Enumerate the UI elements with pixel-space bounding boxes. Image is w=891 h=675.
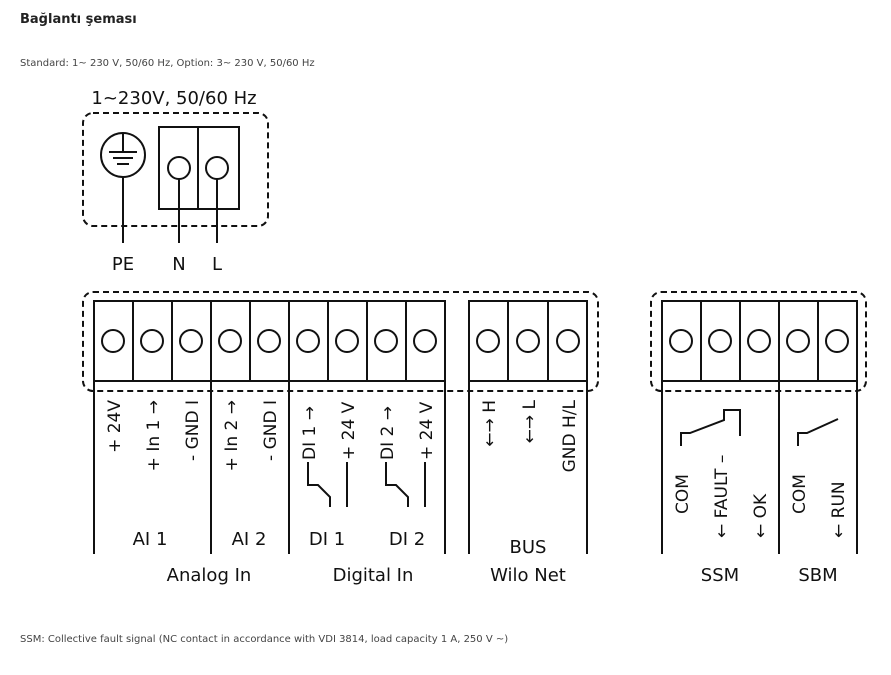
terminal-label: ←→ L	[520, 399, 540, 443]
terminal-n	[167, 156, 191, 180]
group-label-ai2: AI 2	[232, 529, 267, 550]
group-label-bus: BUS	[510, 537, 547, 558]
terminal-label: ← OK	[751, 493, 771, 538]
terminal-label: COM	[673, 474, 693, 514]
page-title: Bağlantı şeması	[20, 12, 137, 27]
control-terminal-strip	[93, 300, 446, 382]
section-label-analog-in: Analog In	[167, 565, 252, 586]
terminal-label: ← RUN	[829, 481, 849, 538]
power-block-border	[82, 112, 269, 227]
section-label-sbm: SBM	[798, 565, 837, 586]
power-supply-label: 1~230V, 50/60 Hz	[91, 88, 256, 109]
terminal-label: + 24V	[105, 400, 125, 453]
sbm-contact-symbol	[797, 418, 839, 446]
terminal-label: + 24 V	[339, 401, 359, 460]
terminal-label: DI 2 →	[378, 406, 398, 460]
supply-specification: Standard: 1~ 230 V, 50/60 Hz, Option: 3~…	[20, 58, 315, 69]
terminal-label: GND H/L	[560, 399, 580, 472]
terminal-label-l: L	[212, 254, 222, 275]
terminal-l	[205, 156, 229, 180]
terminal-label: ← FAULT –	[712, 455, 732, 538]
relay-terminal-strip	[661, 300, 858, 382]
group-label-ai1: AI 1	[133, 529, 168, 550]
terminal-label: DI 1 →	[300, 406, 320, 460]
terminal-label: + In 2 →	[222, 400, 242, 471]
terminal-label: + 24 V	[417, 401, 437, 460]
terminal-label: - GND I	[261, 400, 281, 461]
terminal-label: - GND I	[183, 400, 203, 461]
footnote: SSM: Collective fault signal (NC contact…	[20, 634, 509, 645]
terminal-label: + In 1 →	[144, 400, 164, 471]
control-block-border	[82, 291, 599, 392]
group-label-di1: DI 1	[309, 529, 345, 550]
section-label-ssm: SSM	[701, 565, 739, 586]
terminal-label: COM	[790, 474, 810, 514]
bus-terminal-strip	[468, 300, 588, 382]
section-label-digital-in: Digital In	[333, 565, 414, 586]
terminal-label-pe: PE	[112, 254, 134, 275]
section-label-wilo-net: Wilo Net	[490, 565, 566, 586]
group-label-di2: DI 2	[389, 529, 425, 550]
relay-block-border	[650, 291, 867, 392]
ssm-contact-symbol	[680, 409, 741, 446]
terminal-label: ←→ H	[480, 400, 500, 447]
terminal-label-n: N	[172, 254, 185, 275]
